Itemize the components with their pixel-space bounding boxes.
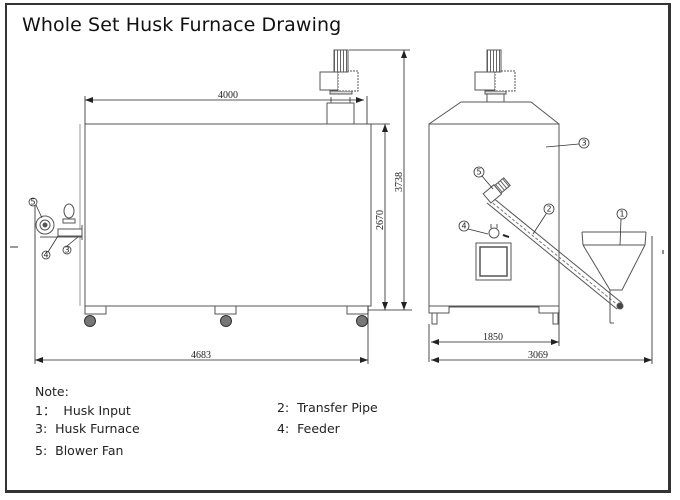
front-door-inner	[479, 246, 508, 277]
note-label: Transfer Pipe	[297, 400, 378, 415]
note-label: Feeder	[297, 421, 340, 436]
side-callout-5-label: 5	[30, 198, 35, 207]
side-chimney-base	[326, 102, 355, 125]
side-callout-5	[28, 197, 38, 207]
dim-side-total-length: 4683	[191, 350, 211, 361]
side-callout-3	[62, 245, 72, 255]
note-item-husk-furnace: 3: Husk Furnace	[35, 421, 140, 436]
front-furnace-roof	[428, 101, 560, 125]
front-wheel-right	[552, 312, 559, 325]
dim-front-total-width: 3069	[528, 350, 548, 361]
note-label: Husk Input	[63, 403, 131, 418]
note-separator: :	[42, 443, 48, 458]
front-blower-motor	[486, 49, 502, 73]
dim-front-body-width: 1850	[483, 332, 503, 343]
side-callout-4	[41, 250, 51, 260]
front-furnace-body	[428, 123, 560, 308]
note-number: 2	[277, 400, 285, 415]
front-callout-3	[578, 137, 590, 149]
dim-side-body-height: 2670	[375, 210, 386, 230]
front-feeder	[488, 227, 500, 239]
front-foot-right	[538, 305, 560, 314]
side-blower-housing	[319, 71, 339, 91]
front-blower-outlet	[494, 70, 516, 92]
note-separator: ：	[42, 403, 56, 418]
front-callout-4-label: 4	[461, 222, 466, 231]
drawing-title: Whole Set Husk Furnace Drawing	[22, 14, 342, 36]
side-blower-outlet	[337, 70, 359, 92]
note-label: Blower Fan	[55, 443, 124, 458]
front-callout-1	[616, 208, 628, 220]
note-item-transfer-pipe: 2: Transfer Pipe	[277, 400, 378, 415]
side-view	[10, 49, 372, 327]
note-separator: :	[42, 421, 48, 436]
front-callout-2-label: 2	[546, 205, 551, 214]
front-dimensions	[428, 236, 653, 364]
front-callout-5-label: 5	[476, 168, 481, 177]
front-callout-1-label: 1	[619, 210, 624, 219]
note-number: 1	[35, 403, 43, 418]
front-conveyor-motor	[482, 177, 511, 204]
front-door-outer	[475, 242, 512, 281]
side-foot-left	[84, 305, 107, 315]
side-furnace-body	[84, 123, 372, 307]
front-callout-3-label: 3	[581, 139, 586, 148]
front-foot-left	[428, 305, 450, 314]
side-wheel-right	[356, 315, 368, 327]
front-callout-4	[458, 220, 470, 232]
notes-heading: Note:	[35, 384, 69, 399]
note-separator: :	[284, 400, 290, 415]
dim-side-total-height: 3738	[394, 172, 405, 192]
front-blower-housing	[474, 71, 496, 91]
front-transfer-pipe	[486, 196, 624, 310]
side-callout-3-label: 3	[64, 246, 69, 255]
front-husk-hopper	[581, 231, 647, 324]
note-item-husk-input: 1： Husk Input	[35, 400, 131, 419]
dim-side-body-length: 4000	[218, 90, 238, 101]
note-separator: :	[284, 421, 290, 436]
note-item-feeder: 4: Feeder	[277, 421, 340, 436]
side-foot-right	[346, 305, 369, 315]
note-item-blower-fan: 5: Blower Fan	[35, 443, 123, 458]
note-number: 4	[277, 421, 285, 436]
side-foot-middle	[214, 305, 237, 315]
side-wheel-middle	[220, 315, 232, 327]
front-callout-5	[473, 166, 485, 178]
side-blower-motor	[333, 49, 349, 73]
note-number: 5	[35, 443, 43, 458]
side-callout-4-label: 4	[43, 251, 48, 260]
side-dimensions	[34, 49, 412, 364]
side-feeder-duct	[57, 228, 83, 237]
note-label: Husk Furnace	[55, 421, 140, 436]
front-wheel-left	[431, 312, 438, 325]
side-feeder-hopper	[63, 203, 75, 219]
front-callout-2	[543, 203, 555, 215]
front-view	[428, 49, 664, 325]
side-wheel-left	[84, 315, 96, 327]
note-number: 3	[35, 421, 43, 436]
